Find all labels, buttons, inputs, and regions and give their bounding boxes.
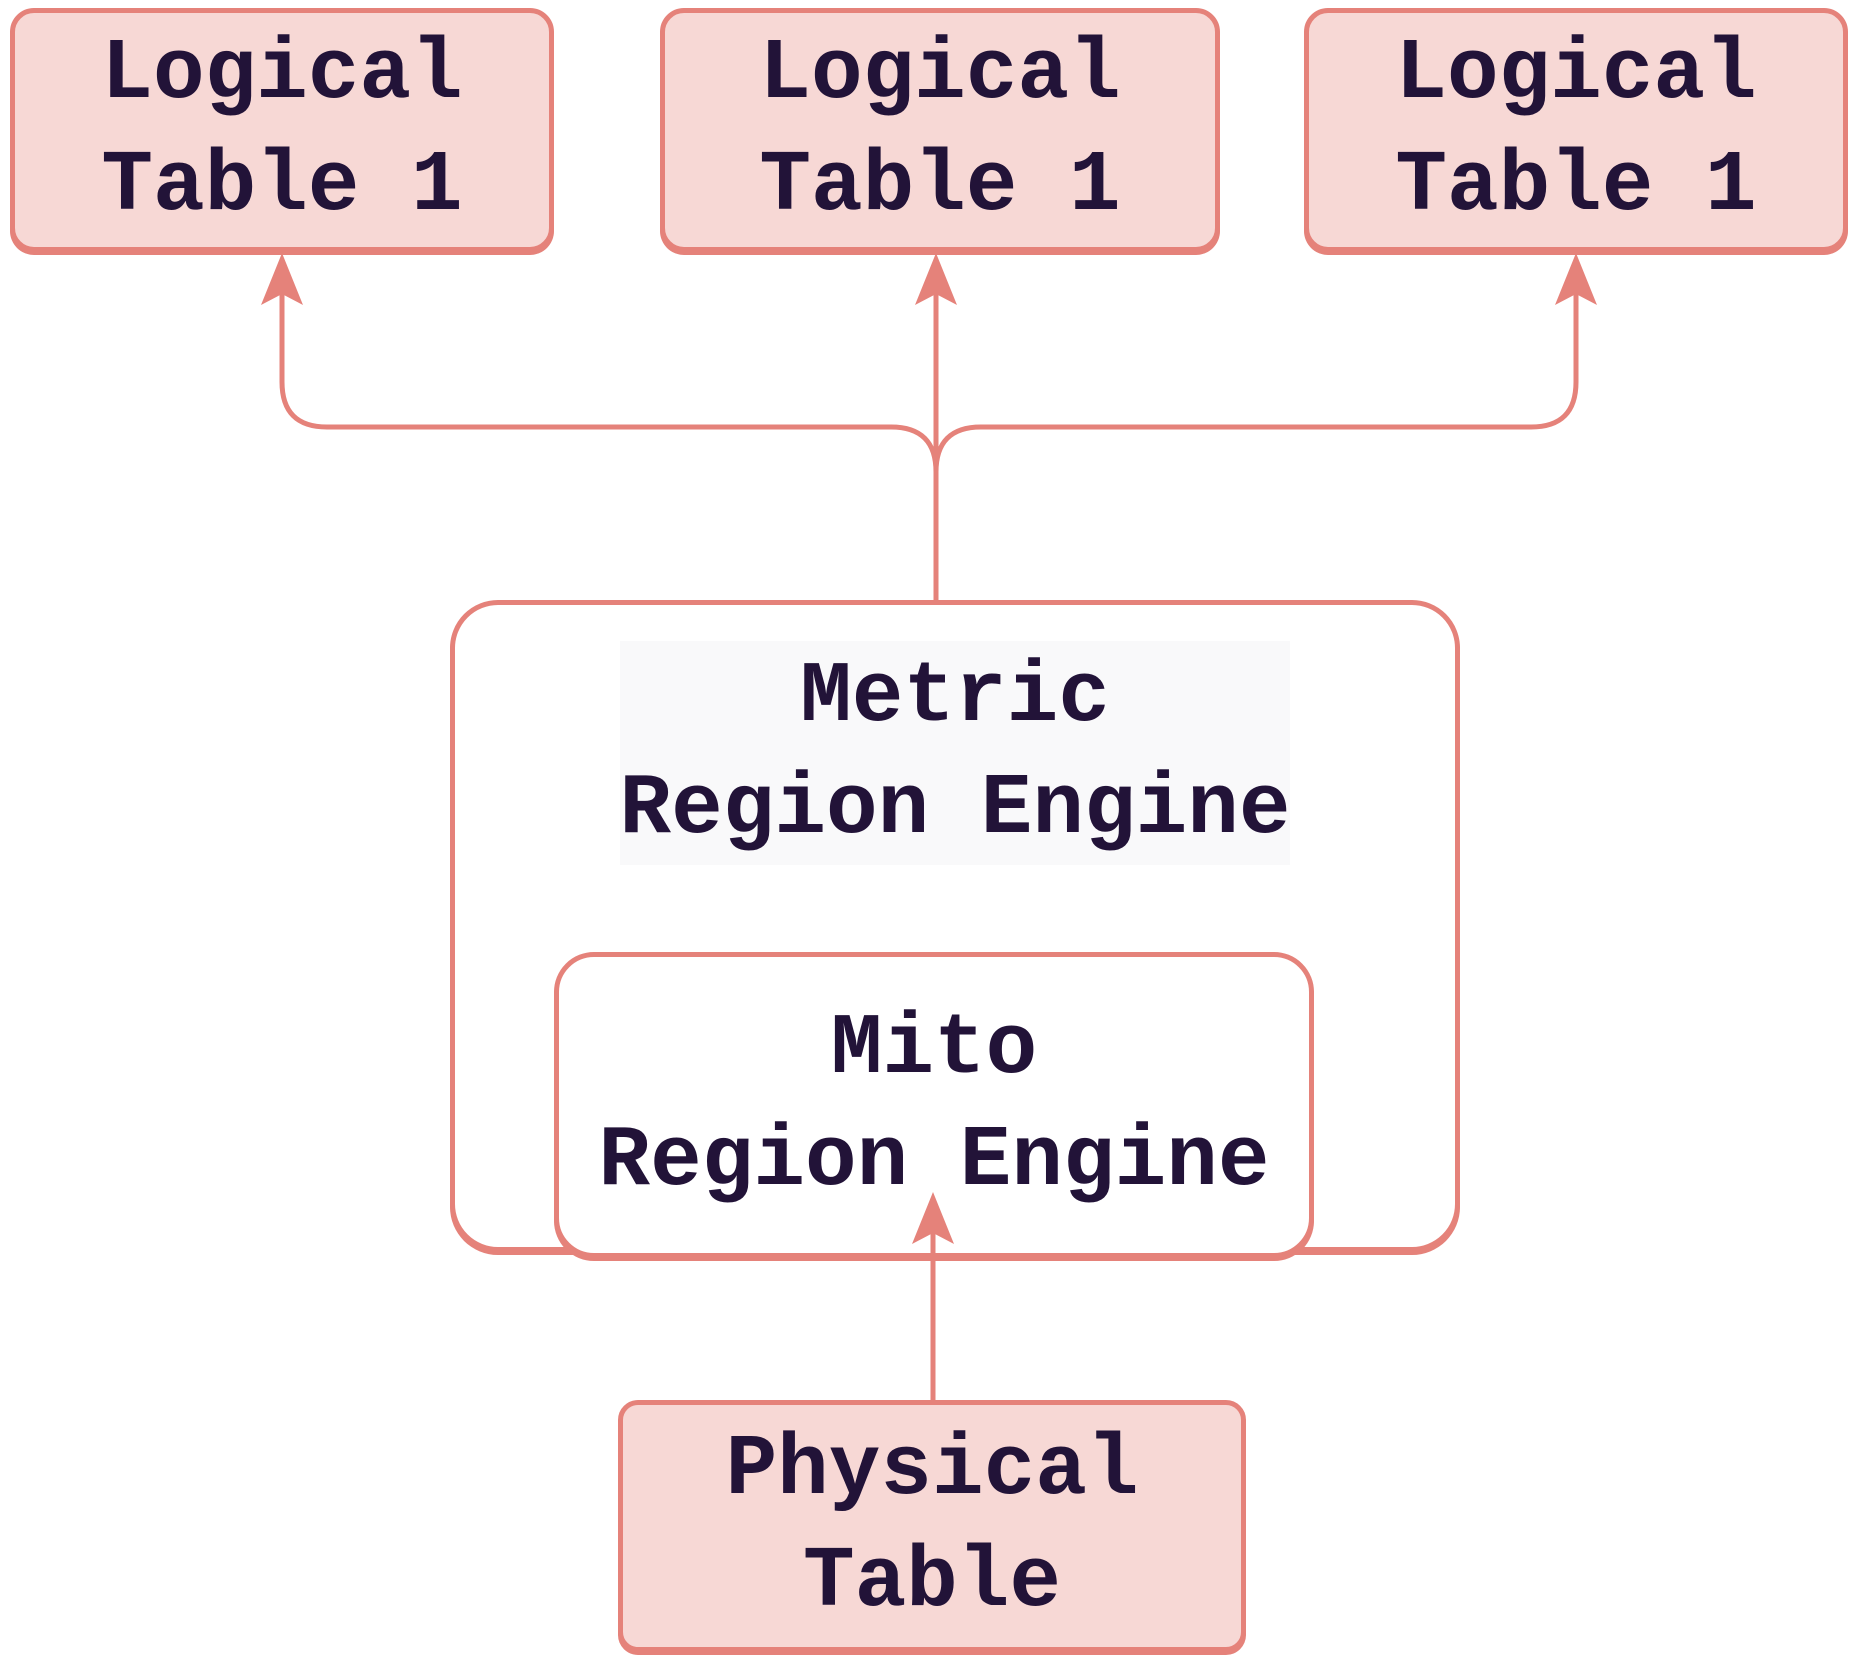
- arrowhead-right: [1555, 253, 1597, 305]
- edge-metric-to-right: [933, 294, 1579, 600]
- node-logical-table-middle: Logical Table 1: [660, 8, 1220, 252]
- arrowhead-left: [261, 253, 303, 305]
- node-mito-region-engine: Mito Region Engine: [554, 952, 1314, 1258]
- node-metric-region-engine-label: Metric Region Engine: [619, 641, 1291, 865]
- node-logical-table-middle-label: Logical Table 1: [759, 25, 1121, 235]
- node-logical-table-right-label: Logical Table 1: [1395, 25, 1757, 235]
- node-physical-table: Physical Table: [618, 1400, 1246, 1652]
- node-physical-table-label: Physical Table: [725, 1421, 1139, 1631]
- node-logical-table-right: Logical Table 1: [1304, 8, 1848, 252]
- arrowhead-middle: [915, 253, 957, 305]
- node-logical-table-left-label: Logical Table 1: [101, 25, 463, 235]
- node-logical-table-left: Logical Table 1: [10, 8, 554, 252]
- node-mito-region-engine-label: Mito Region Engine: [598, 1000, 1270, 1210]
- edge-metric-to-left: [279, 294, 939, 600]
